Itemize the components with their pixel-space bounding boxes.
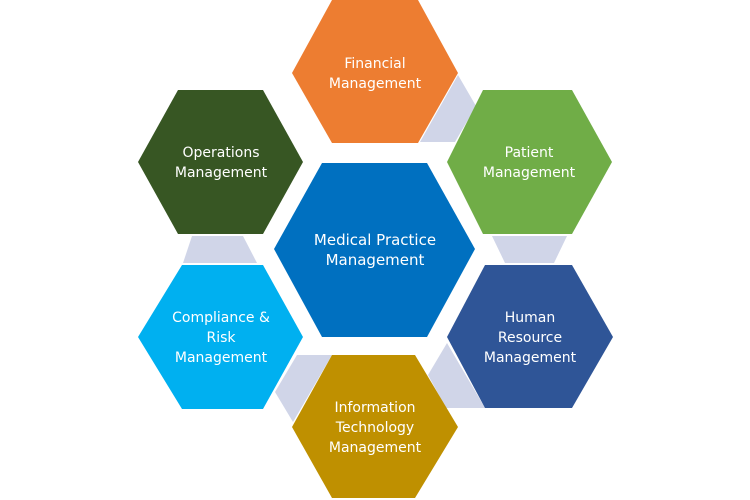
hex-patient: Patient Management xyxy=(447,90,612,234)
hex-it-line-1: Information xyxy=(334,400,415,416)
hex-compliance-risk: Compliance & Risk Management xyxy=(138,265,303,409)
hex-operations-line-2: Management xyxy=(175,165,268,181)
connector-operations-compliance xyxy=(183,236,257,263)
hex-operations: Operations Management xyxy=(138,90,303,234)
connector-financial-patient xyxy=(420,75,476,142)
hex-compliance-line-2: Risk xyxy=(206,330,236,346)
hex-operations-line-1: Operations xyxy=(183,145,260,161)
hex-patient-line-1: Patient xyxy=(505,145,554,161)
hex-compliance-line-3: Management xyxy=(175,350,268,366)
hex-hr-line-1: Human xyxy=(505,310,556,326)
connector-patient-hr xyxy=(492,236,567,263)
hex-hr-line-2: Resource xyxy=(498,330,562,346)
hex-patient-line-2: Management xyxy=(483,165,576,181)
hex-it-line-2: Technology xyxy=(335,420,414,436)
hex-financial-line-2: Management xyxy=(329,76,422,92)
hex-center-line-1: Medical Practice xyxy=(314,231,436,249)
hex-center-line-2: Management xyxy=(326,251,425,269)
hex-hr-line-3: Management xyxy=(484,350,577,366)
hex-it-line-3: Management xyxy=(329,440,422,456)
hex-financial: Financial Management xyxy=(292,0,458,143)
hex-financial-line-1: Financial xyxy=(344,56,405,72)
hex-human-resource: Human Resource Management xyxy=(447,265,613,408)
connector-compliance-it xyxy=(275,355,332,422)
hex-compliance-line-1: Compliance & xyxy=(172,310,270,326)
connector-it-hr xyxy=(428,343,485,408)
hex-information-technology: Information Technology Management xyxy=(292,355,458,498)
hex-center-medical-practice: Medical Practice Management xyxy=(274,163,475,337)
